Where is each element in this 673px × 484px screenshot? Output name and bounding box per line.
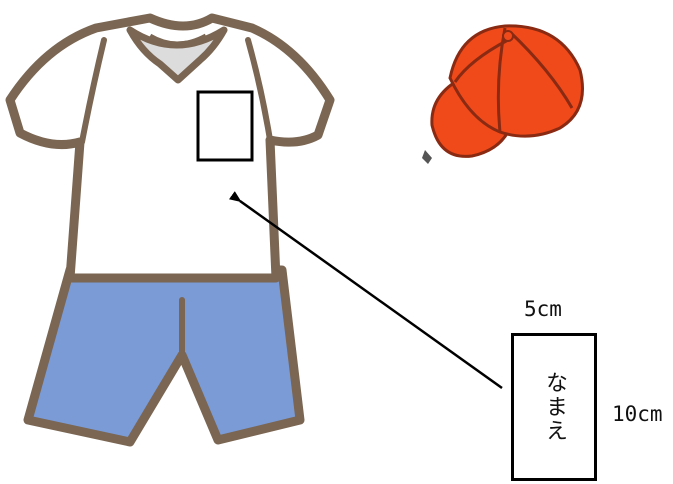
shorts-illustration <box>28 270 300 442</box>
cap-button <box>503 31 513 41</box>
cap-strap <box>422 150 432 164</box>
cap-illustration <box>422 26 583 164</box>
name-tag-placement-box <box>198 92 252 160</box>
height-label: 10cm <box>612 404 663 425</box>
name-tag-card: なまえ <box>511 333 597 481</box>
width-label: 5cm <box>524 299 562 320</box>
name-tag-text: なまえ <box>538 371 570 443</box>
